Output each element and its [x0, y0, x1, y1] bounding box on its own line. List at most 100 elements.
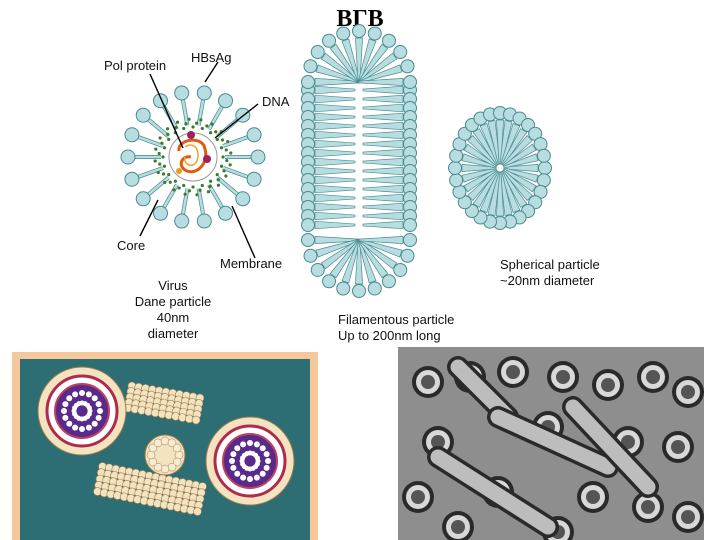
filament-cap-head	[367, 281, 382, 296]
dane-particle-virus	[120, 85, 266, 229]
sphere-head	[448, 161, 462, 175]
bead	[172, 443, 182, 453]
leader-line	[139, 199, 159, 237]
spike-stalk-fill	[138, 135, 164, 148]
bead	[148, 457, 158, 467]
micro-filament	[565, 399, 656, 495]
virus-caption-line: 40nm	[156, 310, 190, 325]
membrane-dot	[162, 164, 167, 168]
bead	[193, 507, 202, 516]
spike	[314, 112, 356, 122]
spike-head	[135, 107, 151, 123]
particles-illustration	[37, 366, 295, 516]
label-core: Core	[117, 238, 146, 253]
filamentous-particle	[301, 24, 417, 298]
membrane-dot	[205, 124, 209, 128]
capsid-node	[240, 474, 247, 481]
membrane-dot	[187, 117, 191, 121]
sphere-head	[536, 173, 551, 188]
spike	[362, 193, 404, 203]
micro-particle-core	[681, 510, 695, 524]
membrane-dot	[191, 125, 195, 129]
micro-particle-core	[601, 378, 615, 392]
filament-cap-head	[310, 262, 325, 277]
capsid-node	[86, 405, 92, 411]
filament-cap-head	[336, 26, 351, 41]
capsid-node	[72, 424, 79, 431]
core-protein	[176, 168, 182, 174]
micro-particle-core	[411, 490, 425, 504]
spike-stalk-fill	[216, 176, 239, 196]
micro-particle-core	[646, 370, 660, 384]
membrane-dot	[162, 146, 167, 150]
spike-stalk-fill	[222, 166, 248, 179]
spike-head	[174, 213, 190, 229]
capsid-node	[72, 391, 79, 398]
membrane-dot	[175, 120, 180, 124]
spike-head	[174, 85, 190, 101]
leader-line	[149, 73, 184, 149]
spike-head	[235, 191, 251, 207]
filament-cap-head	[301, 233, 315, 247]
membrane-dot	[158, 162, 162, 166]
bead	[174, 450, 184, 460]
spike-stalk-fill	[147, 176, 170, 196]
membrane-dot	[191, 185, 195, 189]
spike-stalk-fill	[181, 99, 189, 126]
bead	[167, 462, 177, 472]
micro-particle-core	[431, 435, 445, 449]
capsid-node	[253, 474, 260, 481]
membrane-dot	[184, 122, 188, 126]
spherical-caption-line: Spherical particle	[500, 257, 600, 272]
filament-cap-head	[322, 33, 337, 48]
membrane-dot	[158, 136, 162, 140]
filament-cap-head	[393, 262, 408, 277]
capsid-node	[95, 401, 102, 408]
capsid-node	[62, 401, 69, 408]
spike-head	[196, 213, 212, 229]
spike	[362, 103, 404, 113]
spike	[362, 220, 404, 230]
membrane-dot	[210, 122, 214, 126]
capsid-node	[66, 395, 73, 402]
membrane-dot	[157, 151, 161, 156]
spike-stalk-fill	[222, 135, 248, 148]
filament-cap-head	[400, 59, 415, 74]
filament-cap-head	[336, 281, 351, 296]
membrane-dot	[161, 172, 166, 176]
membrane-dot	[182, 126, 186, 131]
capsid-node	[247, 476, 253, 482]
virus-caption-line: diameter	[147, 326, 199, 341]
capsid-node	[259, 445, 266, 452]
micro-particle-core	[421, 375, 435, 389]
sphere-head	[452, 184, 467, 199]
leader-line	[214, 103, 259, 139]
spike	[362, 211, 404, 221]
spike	[362, 166, 404, 176]
capsid-node	[91, 395, 98, 402]
sphere-head	[538, 161, 552, 175]
spike	[503, 153, 539, 169]
capsid-node	[253, 441, 260, 448]
pol-protein	[187, 131, 195, 139]
sphere-head	[536, 148, 551, 163]
filament-cap-head	[352, 24, 366, 38]
membrane-dot	[199, 118, 203, 122]
spike-head	[124, 171, 140, 187]
membrane-dot	[219, 164, 224, 168]
micro-particle-core	[586, 490, 600, 504]
membrane-dot	[226, 139, 230, 144]
filament-cap-head	[400, 248, 415, 263]
sphere-head	[449, 148, 464, 163]
dna-strand	[177, 138, 208, 174]
label-dna: DNA	[262, 94, 290, 109]
illustration-panel	[12, 352, 318, 540]
capsid-node	[254, 455, 260, 461]
capsid-node	[61, 408, 67, 414]
spike	[358, 236, 404, 244]
spike	[362, 157, 404, 167]
virus-caption-line: Dane particle	[134, 294, 212, 309]
membrane-dot	[183, 192, 187, 196]
spike	[362, 130, 404, 140]
virus-caption-line: Virus	[158, 278, 188, 293]
